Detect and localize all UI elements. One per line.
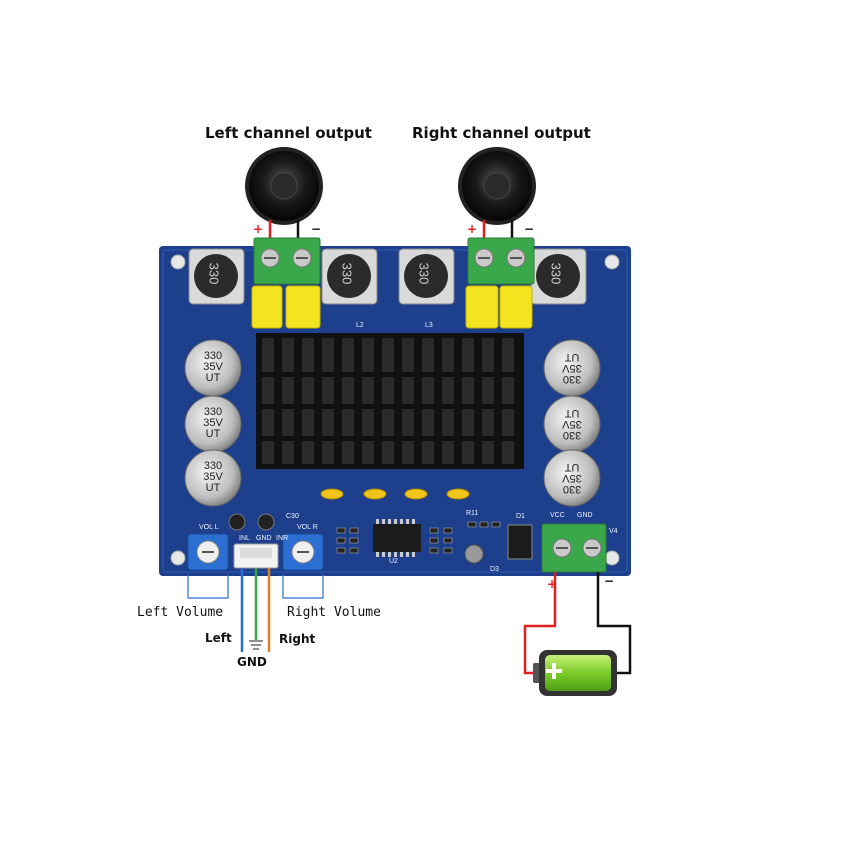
left-volume-pot [187, 533, 229, 571]
silk-c30: C30 [286, 513, 299, 520]
silk-u2: U2 [389, 558, 398, 565]
left-speaker-icon [245, 147, 323, 225]
ic-u2 [373, 519, 421, 557]
power-plus-mark: + [547, 577, 558, 591]
inductor-marking: 330 [206, 262, 222, 285]
silk-inr: INR [276, 535, 289, 542]
left-channel-output-label: Left channel output [205, 124, 372, 142]
left-input-label: Left [205, 631, 232, 645]
silk-d1: D1 [516, 513, 525, 520]
power-minus-wire [596, 572, 632, 675]
mounting-holes [170, 254, 620, 566]
battery-icon [533, 650, 617, 696]
right-channel-output-label: Right channel output [412, 124, 591, 142]
silk-v4: V4 [609, 528, 618, 535]
smd-components [336, 521, 501, 554]
right-output-terminal [467, 237, 535, 285]
ground-symbol-icon [249, 640, 263, 650]
input-cap-left [228, 513, 246, 531]
right-volume-pot [282, 533, 324, 571]
right-minus-mark: − [524, 222, 535, 236]
left-plus-mark: + [253, 222, 264, 236]
right-plus-mark: + [467, 222, 478, 236]
inductor-marking: 330 [548, 262, 564, 285]
electrolytic-capacitors [184, 339, 601, 507]
left-minus-mark: − [311, 222, 322, 236]
silk-vcc: VCC [550, 512, 565, 519]
silk-inl: INL [239, 535, 250, 542]
film-capacitors [251, 285, 533, 329]
silk-gnd: GND [577, 512, 593, 519]
capacitor-c36 [464, 544, 484, 564]
small-capacitors [320, 488, 470, 500]
heatsink [256, 333, 524, 469]
input-cap-right [257, 513, 275, 531]
right-speaker-icon [458, 147, 536, 225]
silk-l3: L3 [425, 322, 433, 329]
right-volume-bracket [282, 574, 324, 599]
left-output-terminal [253, 237, 321, 285]
gnd-input-label: GND [237, 655, 267, 669]
inductors [188, 248, 587, 305]
left-volume-bracket [187, 574, 229, 599]
silk-r11: R11 [466, 510, 479, 517]
silk-vol-r: VOL R [297, 524, 318, 531]
power-plus-wire [523, 572, 557, 675]
right-volume-label: Right Volume [287, 605, 381, 620]
power-terminal [541, 523, 607, 573]
inductor-marking: 330 [339, 262, 355, 285]
diode-d1 [507, 524, 533, 560]
left-volume-label: Left Volume [137, 605, 224, 620]
power-minus-mark: − [604, 574, 615, 588]
silk-d3: D3 [490, 566, 499, 573]
silk-gnd-input: GND [256, 535, 272, 542]
silk-l2: L2 [356, 322, 364, 329]
inductor-marking: 330 [416, 262, 432, 285]
silk-vol-l: VOL L [199, 524, 219, 531]
right-input-label: Right [279, 632, 316, 646]
